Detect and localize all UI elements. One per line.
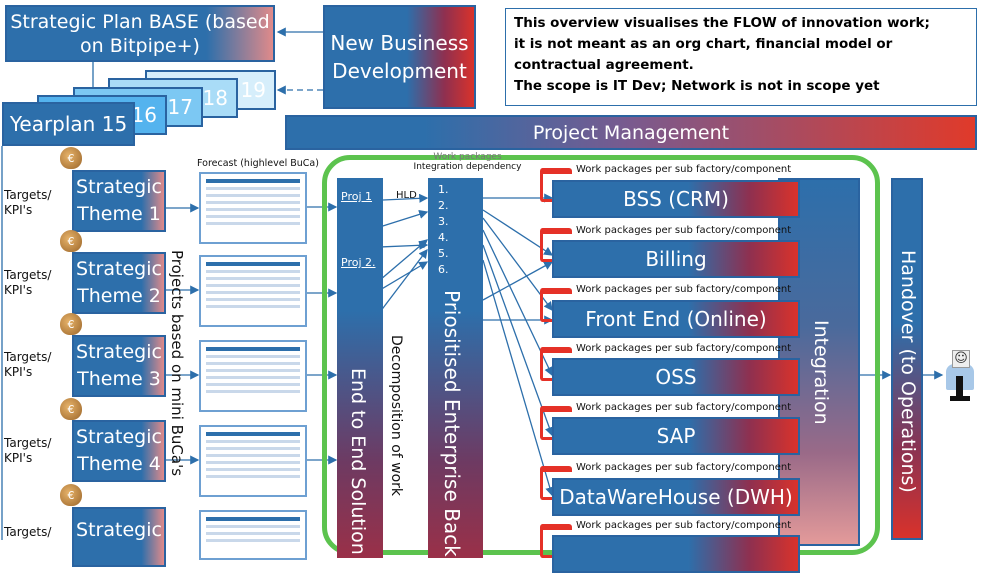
work-packages-label: Work packages per sub factory/component — [576, 284, 792, 295]
component-dwh: DataWareHouse (DWH) — [552, 478, 800, 516]
targets-kpi-label: Targets/ KPI's — [4, 436, 52, 465]
backlog-item: 1. — [438, 183, 449, 196]
strategic-plan-box: Strategic Plan BASE (based on Bitpipe+) — [5, 5, 275, 62]
handover-label: Handover (to Operations) — [897, 250, 919, 493]
hld-label: HLD — [396, 190, 417, 201]
scope-note: This overview visualises the FLOW of inn… — [505, 8, 977, 106]
backlog-items: 1. 2. 3. 4. 5. 6. — [438, 182, 449, 278]
strategic-theme-1: Strategic Theme 1 — [72, 170, 166, 232]
strategic-theme-4: Strategic Theme 4 — [72, 420, 166, 482]
backlog-header-top: Work packages — [433, 152, 502, 162]
proj-2-label: Proj 2. — [341, 256, 376, 269]
note-line: The scope is IT Dev; Network is not in s… — [514, 78, 880, 94]
forecast-thumbnail — [199, 510, 307, 560]
proj-1-label: Proj 1 — [341, 190, 373, 203]
targets-kpi-label: Targets/ KPI's — [4, 268, 52, 297]
forecast-thumbnail — [199, 172, 307, 244]
work-packages-label: Work packages per sub factory/component — [576, 402, 792, 413]
backlog-item: 3. — [438, 215, 449, 228]
backlog-item: 5. — [438, 247, 449, 260]
euro-money-bag-icon: € — [60, 313, 82, 335]
component-cut-off — [552, 535, 800, 573]
decomposition-label: Decomposition of work — [388, 335, 404, 497]
targets-kpi-label: Targets/ — [4, 525, 52, 539]
strategic-theme-2: Strategic Theme 2 — [72, 252, 166, 314]
yearplan-15: Yearplan 15 — [2, 102, 135, 146]
work-packages-label: Work packages per sub factory/component — [576, 164, 792, 175]
backlog-item: 4. — [438, 231, 449, 244]
euro-money-bag-icon: € — [60, 230, 82, 252]
backlog-header-label: Integration dependency — [413, 162, 522, 172]
forecast-thumbnail — [199, 425, 307, 497]
forecast-thumbnail — [199, 255, 307, 327]
euro-money-bag-icon: € — [60, 484, 82, 506]
euro-money-bag-icon: € — [60, 398, 82, 420]
note-line: it is not meant as an org chart, financi… — [514, 36, 893, 52]
prioritised-backlog-bar: 1. 2. 3. 4. 5. 6. Priositised Enterprise… — [428, 178, 483, 558]
note-line: This overview visualises the FLOW of inn… — [514, 15, 930, 31]
backlog-item: 2. — [438, 199, 449, 212]
euro-money-bag-icon: € — [60, 147, 82, 169]
note-line: contractual agreement. — [514, 57, 694, 73]
work-packages-label: Work packages per sub factory/component — [576, 343, 792, 354]
component-bss-crm: BSS (CRM) — [552, 180, 800, 218]
work-packages-label: Work packages per sub factory/component — [576, 520, 792, 531]
project-management-bar: Project Management — [285, 115, 977, 150]
integration-label: Integration — [810, 320, 832, 425]
component-sap: SAP — [552, 417, 800, 455]
work-packages-label: Work packages per sub factory/component — [576, 225, 792, 236]
backlog-label: Priositised Enterprise Back — [440, 290, 464, 557]
end-to-end-solution-bar: Proj 1 Proj 2. End to End Solution — [337, 178, 383, 558]
forecast-label: Forecast (highlevel BuCa) — [197, 158, 319, 169]
projects-label: Projects based on mini BuCa's — [168, 250, 186, 477]
strategic-theme-3: Strategic Theme 3 — [72, 335, 166, 397]
component-billing: Billing — [552, 240, 800, 278]
new-business-development-box: New Business Development — [323, 5, 476, 109]
targets-kpi-label: Targets/ KPI's — [4, 188, 52, 217]
happy-customer-icon: ☺ — [942, 350, 978, 402]
component-oss: OSS — [552, 358, 800, 396]
forecast-thumbnail — [199, 340, 307, 412]
end-to-end-solution-label: End to End Solution — [347, 368, 369, 555]
strategic-theme-5: Strategic — [72, 507, 166, 567]
component-front-end: Front End (Online) — [552, 300, 800, 338]
work-packages-label: Work packages per sub factory/component — [576, 462, 792, 473]
targets-kpi-label: Targets/ KPI's — [4, 350, 52, 379]
backlog-item: 6. — [438, 263, 449, 276]
handover-bar: Handover (to Operations) — [891, 178, 923, 540]
backlog-header: Work packages Integration dependency — [410, 152, 525, 172]
